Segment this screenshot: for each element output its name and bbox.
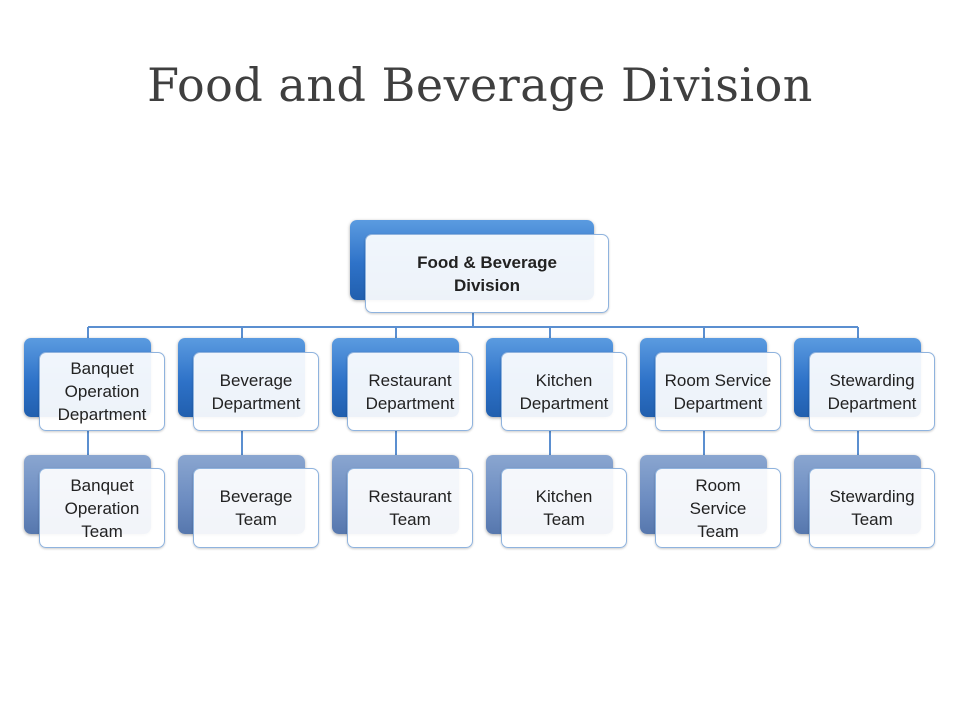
team-label: Stewarding Team	[809, 468, 935, 548]
team-label: Restaurant Team	[347, 468, 473, 548]
department-label: Beverage Department	[193, 352, 319, 431]
department-label: Room Service Department	[655, 352, 781, 431]
team-label: Kitchen Team	[501, 468, 627, 548]
team-label: Room Service Team	[655, 468, 781, 548]
department-label: Banquet Operation Department	[39, 352, 165, 431]
department-label: Restaurant Department	[347, 352, 473, 431]
team-label: Beverage Team	[193, 468, 319, 548]
department-label: Kitchen Department	[501, 352, 627, 431]
department-label: Stewarding Department	[809, 352, 935, 431]
slide-title: Food and Beverage Division	[147, 58, 813, 112]
root-node-label: Food & Beverage Division	[365, 234, 609, 313]
team-label: Banquet Operation Team	[39, 468, 165, 548]
